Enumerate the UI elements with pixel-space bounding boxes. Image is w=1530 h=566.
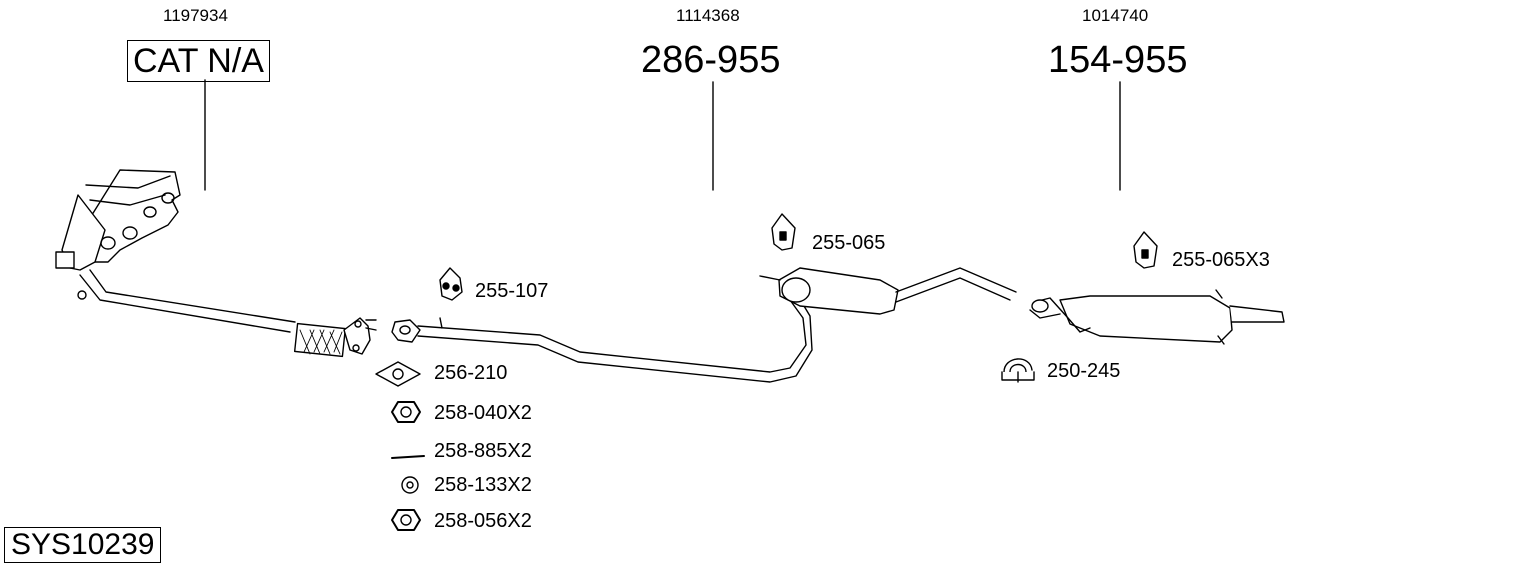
- label-hanger-mid: 255-065: [812, 232, 886, 254]
- group-1-code: 1197934: [163, 6, 228, 25]
- nut-icon-a: [391, 401, 421, 423]
- middle-pipe-muffler: [391, 267, 1017, 383]
- washer-icon: [401, 476, 419, 494]
- hanger-icon-front: [439, 267, 463, 301]
- label-hanger-front: 255-107: [475, 280, 549, 302]
- group-1-part-number: CAT N/A: [127, 40, 270, 82]
- clamp-icon: [1001, 358, 1035, 383]
- label-nut-a: 258-040X2: [434, 402, 532, 424]
- group-3-part-number: 154-955: [1048, 39, 1188, 81]
- label-bolt: 258-885X2: [434, 440, 532, 462]
- group-2-code: 1114368: [676, 6, 740, 25]
- group-2-part-number: 286-955: [641, 39, 781, 81]
- rear-muffler: [1029, 289, 1285, 345]
- hanger-icon-rear: [1133, 231, 1158, 269]
- group-3-code: 1014740: [1082, 6, 1149, 25]
- label-nut-b: 258-056X2: [434, 510, 532, 532]
- manifold-catalyst: [55, 169, 377, 358]
- bolt-icon: [391, 455, 425, 459]
- label-hanger-rear: 255-065X3: [1172, 249, 1270, 271]
- label-washer: 258-133X2: [434, 474, 532, 496]
- label-gasket: 256-210: [434, 362, 508, 384]
- gasket-icon: [375, 361, 421, 387]
- nut-icon-b: [391, 509, 421, 531]
- hanger-icon-mid: [771, 213, 796, 251]
- label-clamp: 250-245: [1047, 360, 1121, 382]
- system-id-box: SYS10239: [4, 527, 162, 563]
